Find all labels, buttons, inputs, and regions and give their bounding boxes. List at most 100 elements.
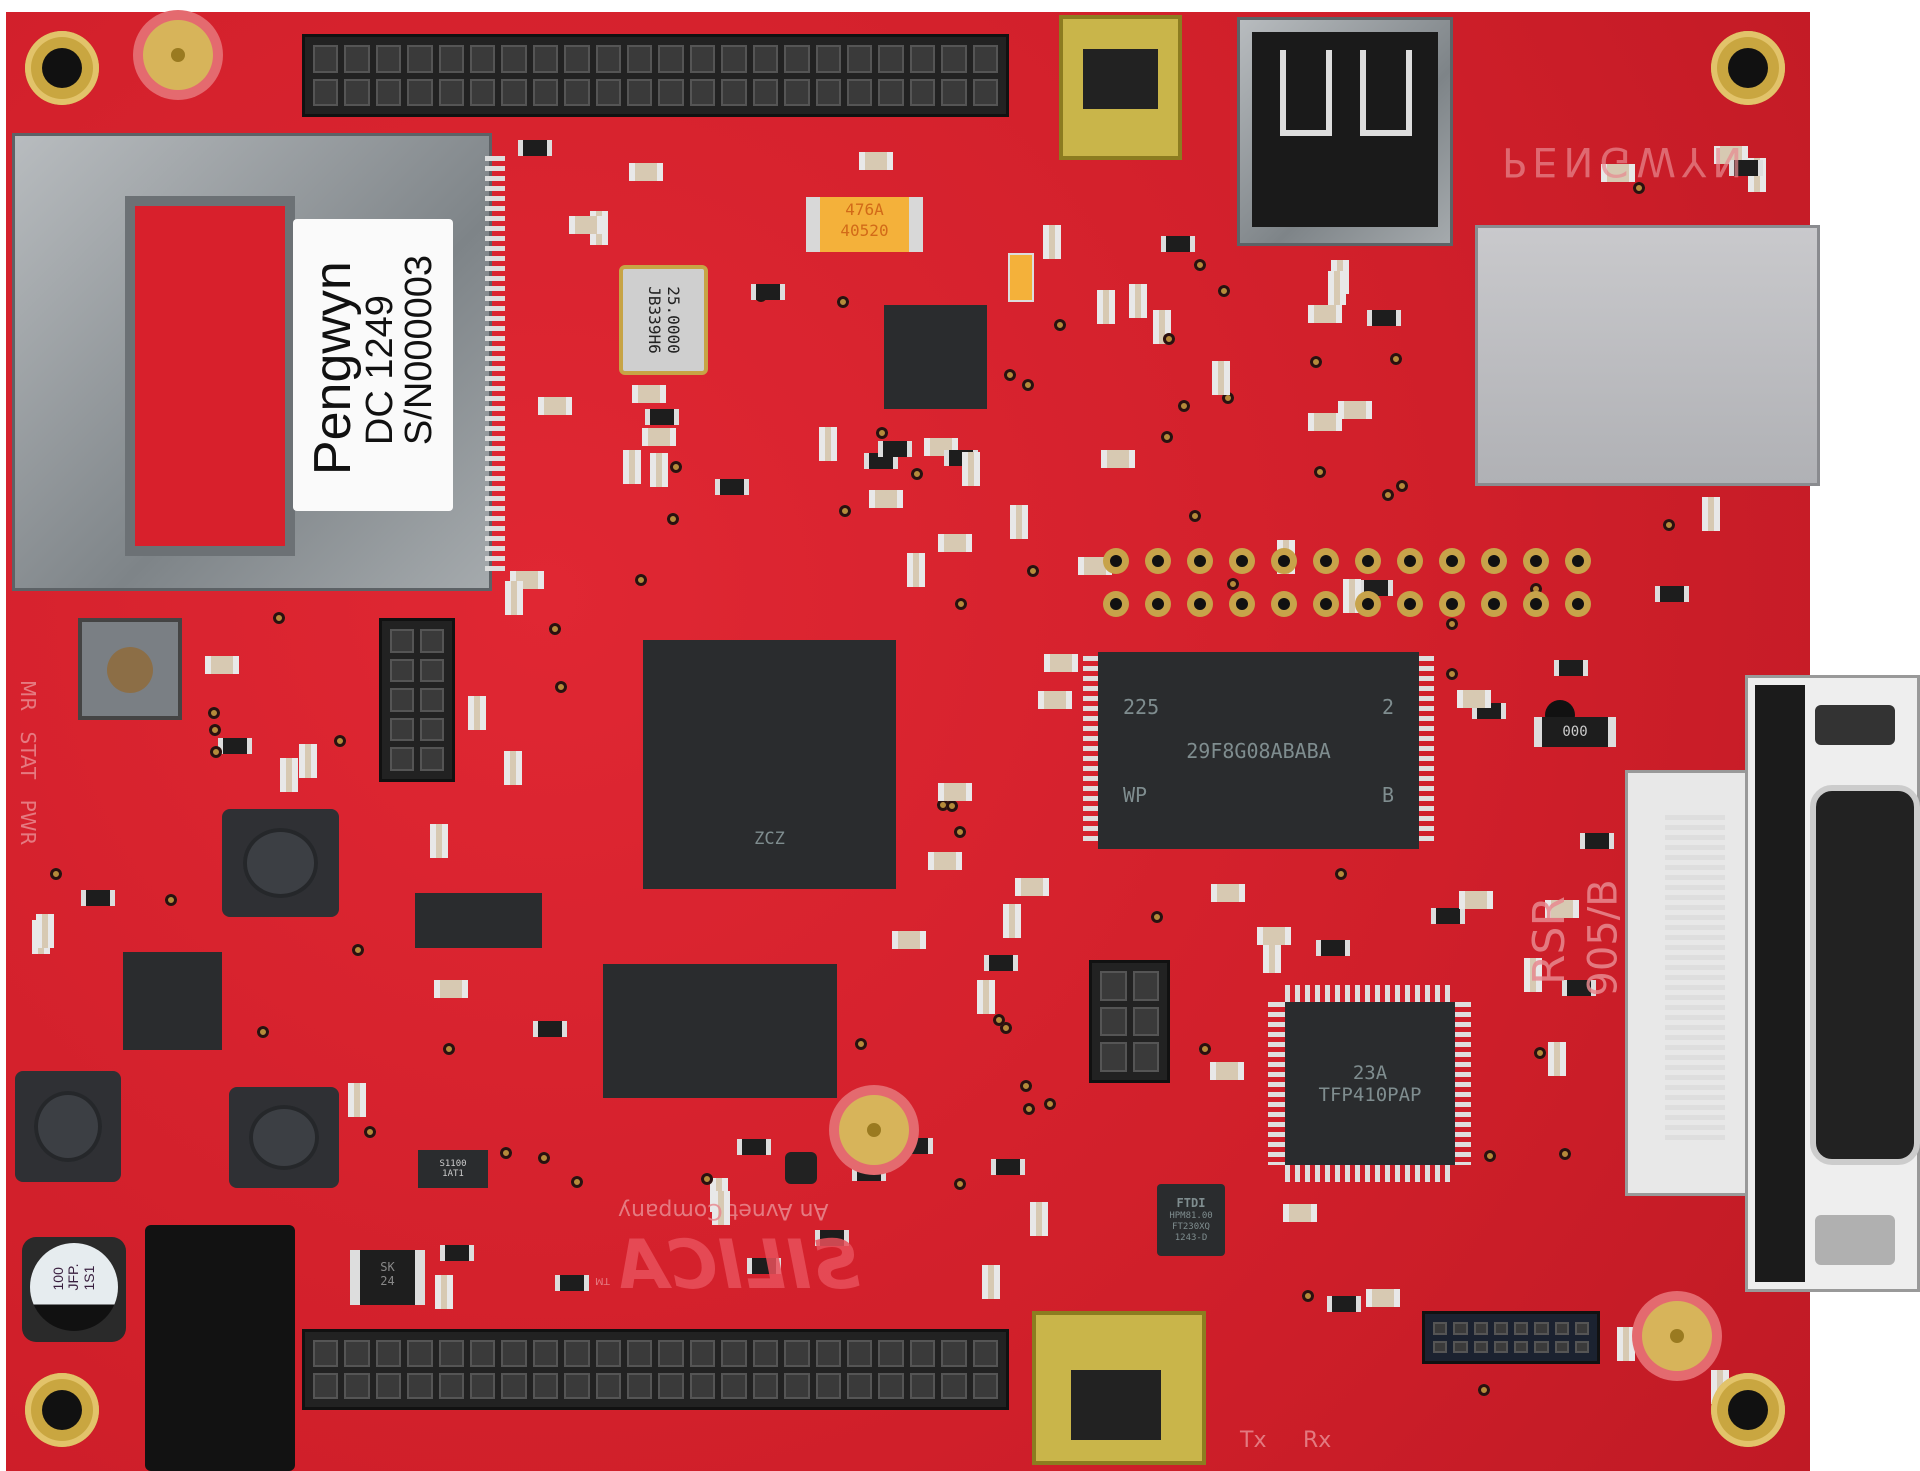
header-pin	[1100, 1042, 1127, 1072]
header-pin	[784, 78, 810, 106]
diode-line2: 24	[380, 1274, 395, 1289]
smd-capacitor	[347, 1083, 366, 1118]
header-pin	[721, 1340, 747, 1367]
smd-capacitor	[430, 823, 449, 858]
mounting-hole	[25, 31, 99, 105]
smd-capacitor	[504, 580, 523, 615]
revision-silk-a: RSR	[1524, 895, 1576, 986]
through-hole-pad	[1523, 591, 1549, 617]
tfp410-code: 23A	[1352, 1061, 1388, 1084]
dvi-port[interactable]	[1625, 675, 1920, 1292]
revision-silk-b: 905/B	[1580, 879, 1627, 997]
via	[499, 1146, 512, 1159]
smd-capacitor	[1337, 401, 1372, 419]
via	[667, 513, 680, 526]
sd-card-slot[interactable]	[12, 133, 505, 591]
smd-capacitor	[976, 979, 995, 1014]
smd-capacitor	[907, 553, 926, 588]
dvi-transmitter-chip: 23A TFP410PAP	[1285, 1002, 1455, 1165]
test-pad	[1642, 1301, 1712, 1371]
header-pin	[909, 45, 936, 73]
via	[1189, 509, 1202, 522]
via	[945, 800, 958, 813]
smd-resistor	[518, 140, 553, 157]
via	[910, 468, 923, 481]
header-pin	[390, 658, 414, 683]
via	[1334, 868, 1347, 881]
via	[1314, 466, 1327, 479]
header-pin	[689, 1372, 716, 1399]
led-label-pwr: PWR	[16, 799, 40, 846]
header-pin	[390, 747, 414, 771]
via	[548, 622, 561, 635]
smd-capacitor	[1037, 691, 1072, 710]
header-pin	[1574, 1322, 1589, 1335]
header-pin	[595, 1372, 622, 1399]
header-pin	[689, 45, 716, 73]
vendor-tm: TM	[595, 1275, 610, 1286]
header-pin	[375, 1372, 402, 1399]
smd-capacitor	[937, 782, 972, 801]
mounting-hole	[25, 1373, 99, 1447]
via	[49, 868, 62, 881]
regulator-chip	[415, 893, 542, 948]
mini-usb-port-top[interactable]	[1059, 15, 1182, 160]
smd-capacitor	[1263, 938, 1282, 973]
header-pin	[1473, 1340, 1488, 1353]
dc-power-jack[interactable]	[145, 1225, 295, 1471]
header-pin	[972, 1340, 998, 1367]
vendor-tagline: An Avnet Company	[618, 1198, 829, 1223]
smd-capacitor	[1282, 1203, 1317, 1222]
through-hole-pad	[1103, 591, 1129, 617]
via	[1044, 1098, 1057, 1111]
header-pin	[501, 78, 527, 106]
header-pin	[344, 1340, 370, 1367]
crystal-oscillator: 25.0000 JB339H6	[619, 265, 708, 375]
header-pin	[595, 78, 622, 106]
nand-part-number: 29F8G08ABABA	[1186, 738, 1331, 763]
header-pin	[407, 78, 433, 106]
smd-capacitor	[1209, 1061, 1244, 1080]
header-pin	[1433, 1340, 1448, 1353]
via	[1199, 1042, 1212, 1055]
header-pin	[344, 1372, 370, 1399]
header-pin	[941, 45, 967, 73]
ethernet-port[interactable]	[1475, 225, 1820, 486]
pmic-chip	[123, 952, 222, 1050]
reset-button[interactable]	[78, 618, 182, 720]
label-product: Pengwyn	[303, 261, 362, 476]
header-pin	[658, 45, 684, 73]
through-hole-pad	[1187, 591, 1213, 617]
smd-capacitor	[622, 449, 641, 484]
smd-resistor	[851, 1164, 886, 1181]
header-pin	[595, 1340, 622, 1367]
smd-capacitor	[205, 655, 240, 674]
electrolytic-capacitor: 100 JFP. 1S1	[22, 1237, 126, 1342]
smd-capacitor	[1043, 653, 1078, 672]
nand-wp: WP	[1123, 782, 1148, 807]
header-pin	[689, 78, 716, 106]
usb-a-port[interactable]	[1237, 17, 1453, 246]
cpu-marking: ZCZ	[754, 829, 785, 849]
nand-mark: 2	[1381, 694, 1394, 719]
header-pin	[1554, 1340, 1569, 1353]
through-hole-pad	[1481, 548, 1507, 574]
header-pin	[532, 1372, 559, 1399]
via	[351, 944, 364, 957]
header-pin	[815, 78, 841, 106]
via	[1019, 1079, 1032, 1092]
smd-capacitor	[819, 427, 838, 462]
header-pin	[564, 1340, 590, 1367]
led-smd	[785, 1152, 817, 1184]
via	[1022, 379, 1035, 392]
header-2x8	[1422, 1311, 1600, 1364]
schottky-diode: SK 24	[350, 1250, 425, 1305]
smd-resistor	[555, 1274, 590, 1291]
header-pin	[627, 1372, 653, 1399]
smd-resistor	[1160, 235, 1195, 252]
mini-usb-port-bottom[interactable]	[1032, 1311, 1206, 1465]
header-pin	[846, 1372, 873, 1399]
resistor-000: 000	[1534, 717, 1616, 747]
via	[1301, 1289, 1314, 1302]
header-pin	[909, 1372, 936, 1399]
